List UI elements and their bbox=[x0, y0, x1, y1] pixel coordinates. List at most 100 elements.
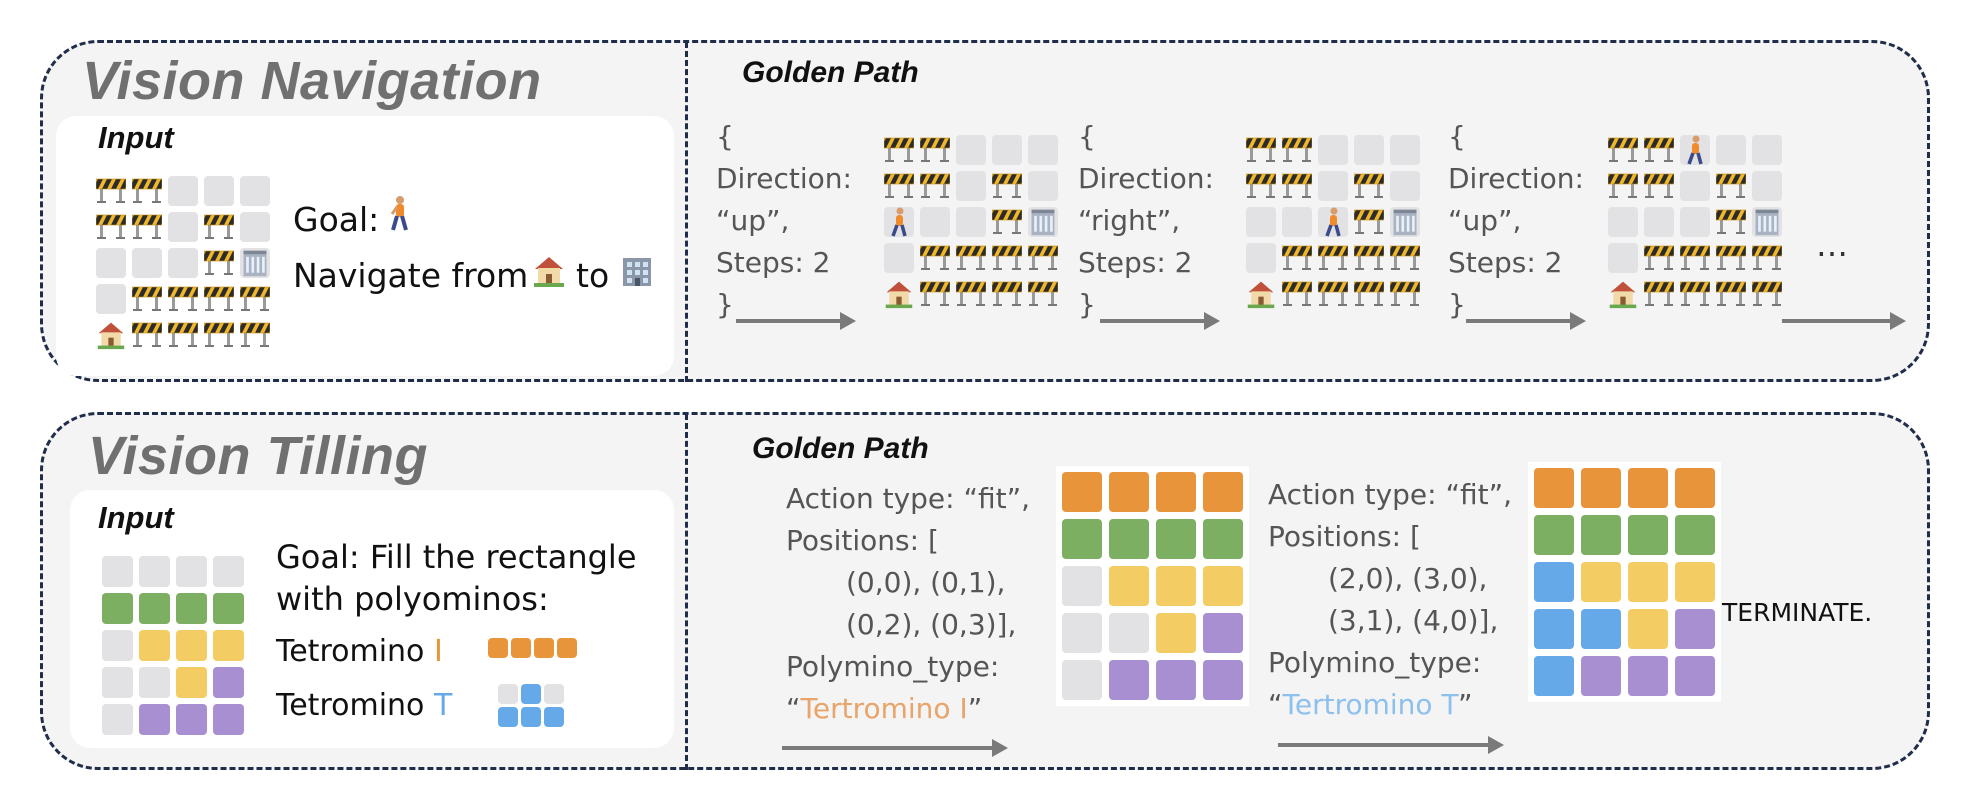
empty-tile bbox=[139, 667, 170, 698]
barrier-icon bbox=[1315, 243, 1352, 273]
green-tile bbox=[1156, 519, 1196, 559]
green-tile bbox=[1203, 519, 1243, 559]
empty-cell bbox=[1716, 135, 1746, 165]
house-icon bbox=[1246, 279, 1276, 309]
nav-step-2-steps-line: Steps: 2 bbox=[1078, 246, 1193, 279]
til-action-2-type-value: Tertromino T bbox=[1282, 688, 1458, 721]
empty-cell bbox=[920, 207, 950, 237]
orange-tile bbox=[1534, 468, 1574, 508]
orange-tile bbox=[1581, 468, 1621, 508]
yellow-tile bbox=[176, 630, 207, 661]
til-action-1-type-open: “ bbox=[786, 692, 801, 725]
office-building-icon bbox=[620, 254, 654, 292]
barrier-icon bbox=[1605, 135, 1642, 165]
empty-cell bbox=[1680, 171, 1710, 201]
navigate-from-text: Navigate from bbox=[293, 256, 529, 295]
to-word: to bbox=[576, 256, 610, 295]
barrier-icon bbox=[1387, 279, 1424, 309]
tilling-goal-line-2: with polyominos: bbox=[276, 580, 549, 618]
nav-step-2-direction-line: Direction: bbox=[1078, 162, 1214, 195]
purple-tile bbox=[213, 667, 244, 698]
yellow-tile bbox=[176, 667, 207, 698]
orange-tile bbox=[557, 638, 577, 658]
empty-cell bbox=[884, 243, 914, 273]
empty-cell bbox=[1318, 135, 1348, 165]
barrier-icon bbox=[953, 279, 990, 309]
person-walking-icon bbox=[1318, 207, 1348, 237]
green-tile bbox=[139, 593, 170, 624]
barrier-icon bbox=[237, 284, 274, 314]
barrier-icon bbox=[165, 284, 202, 314]
barrier-icon bbox=[917, 243, 954, 273]
barrier-icon bbox=[1279, 171, 1316, 201]
til-action-2-code: Action type: “fit”, Positions: [ (2,0), … bbox=[1268, 474, 1512, 726]
barrier-icon bbox=[1351, 243, 1388, 273]
person-walking-icon bbox=[884, 207, 914, 237]
barrier-icon bbox=[93, 212, 130, 242]
til-action-1-type-close: ” bbox=[967, 692, 983, 725]
green-tile bbox=[1062, 519, 1102, 559]
navigation-input-title: Input bbox=[98, 120, 174, 155]
barrier-icon bbox=[129, 176, 166, 206]
empty-cell bbox=[240, 176, 270, 206]
blue-tile bbox=[1534, 609, 1574, 649]
tetromino-t-row: Tetromino T bbox=[276, 688, 452, 723]
til-action-1-positions-line: Positions: [ bbox=[786, 524, 939, 557]
nav-step-1-direction-value: “up”, bbox=[716, 204, 790, 237]
barrier-icon bbox=[1713, 243, 1750, 273]
yellow-tile bbox=[1203, 566, 1243, 606]
til-action-1-arrow bbox=[782, 739, 1008, 757]
nav-step-2-open: { bbox=[1078, 120, 1096, 153]
purple-tile bbox=[1581, 656, 1621, 696]
til-action-2-pos-line-1: (2,0), (3,0), bbox=[1328, 562, 1488, 595]
person-walking-icon bbox=[1680, 135, 1710, 165]
barrier-icon bbox=[989, 207, 1026, 237]
barrier-icon bbox=[201, 320, 238, 350]
nav-step-2-direction-value: “right”, bbox=[1078, 204, 1181, 237]
til-action-1-type-line: Polymino_type: bbox=[786, 650, 1000, 683]
blue-tile bbox=[544, 707, 564, 727]
navigation-title: Vision Navigation bbox=[82, 51, 542, 111]
empty-cell bbox=[1246, 243, 1276, 273]
orange-tile bbox=[1675, 468, 1715, 508]
yellow-tile bbox=[1628, 562, 1668, 602]
blue-tile bbox=[498, 707, 518, 727]
purple-tile bbox=[1203, 613, 1243, 653]
barrier-icon bbox=[165, 320, 202, 350]
empty-cell bbox=[1608, 243, 1638, 273]
empty-tile bbox=[213, 556, 244, 587]
barrier-icon bbox=[881, 135, 918, 165]
empty-cell bbox=[1752, 135, 1782, 165]
barrier-icon bbox=[1713, 279, 1750, 309]
empty-cell bbox=[956, 207, 986, 237]
til-action-2-grid bbox=[1528, 462, 1721, 702]
nav-step-3-steps-line: Steps: 2 bbox=[1448, 246, 1563, 279]
barrier-icon bbox=[1387, 243, 1424, 273]
empty-tile bbox=[102, 704, 133, 735]
house-icon bbox=[96, 320, 126, 350]
empty-cell bbox=[1028, 135, 1058, 165]
barrier-icon bbox=[1713, 207, 1750, 237]
tetromino-t-word: Tetromino bbox=[276, 688, 425, 723]
office-building-icon bbox=[1028, 207, 1058, 237]
empty-tile bbox=[102, 667, 133, 698]
purple-tile bbox=[1628, 656, 1668, 696]
purple-tile bbox=[213, 704, 244, 735]
barrier-icon bbox=[1279, 135, 1316, 165]
empty-cell bbox=[96, 248, 126, 278]
barrier-icon bbox=[1351, 207, 1388, 237]
nav-step-2-code: { Direction: “right”, Steps: 2 } bbox=[1078, 116, 1214, 326]
terminate-label: TERMINATE. bbox=[1722, 598, 1873, 627]
tetromino-i-letter: I bbox=[433, 634, 443, 669]
barrier-icon bbox=[917, 279, 954, 309]
til-action-2-positions-line: Positions: [ bbox=[1268, 520, 1421, 553]
barrier-icon bbox=[1351, 279, 1388, 309]
til-action-1-pos-line-1: (0,0), (0,1), bbox=[846, 566, 1006, 599]
green-tile bbox=[1109, 519, 1149, 559]
barrier-icon bbox=[1641, 135, 1678, 165]
green-tile bbox=[1534, 515, 1574, 555]
empty-tile bbox=[176, 556, 207, 587]
nav-step-1-steps-line: Steps: 2 bbox=[716, 246, 831, 279]
yellow-tile bbox=[139, 630, 170, 661]
nav-step-1-arrow bbox=[736, 312, 856, 330]
